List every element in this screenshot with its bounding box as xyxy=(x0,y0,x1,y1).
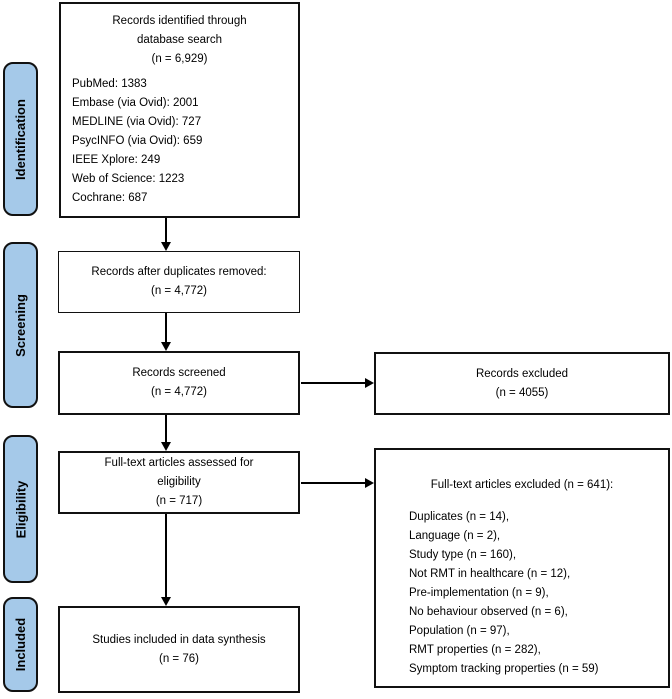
stage-label-included-text: Included xyxy=(13,617,29,672)
box-records-excluded-text: Records excluded (n = 4055) xyxy=(475,367,569,399)
box-duplicates-removed: Records after duplicates removed: (n = 4… xyxy=(58,251,300,313)
box-records-screened-text: Records screened (n = 4,772) xyxy=(132,367,226,398)
box-records-identified: Records identified through database sear… xyxy=(59,2,300,218)
box-fulltext-assessed: Full-text articles assessed for eligibil… xyxy=(58,451,300,514)
arrow-head-down-icon xyxy=(161,597,171,606)
stage-label-identification: Identification xyxy=(3,62,38,216)
arrow-line xyxy=(165,514,167,597)
arrow-head-down-icon xyxy=(161,242,171,251)
box-records-excluded: Records excluded (n = 4055) xyxy=(374,352,670,415)
box-studies-included: Studies included in data synthesis (n = … xyxy=(58,606,300,693)
box-fulltext-assessed-text: Full-text articles assessed for eligibil… xyxy=(104,457,254,507)
stage-label-screening-text: Screening xyxy=(13,293,29,357)
arrow-line xyxy=(165,313,167,342)
box-records-screened: Records screened (n = 4,772) xyxy=(58,351,300,415)
box-studies-included-text: Studies included in data synthesis (n = … xyxy=(92,633,266,665)
arrow-line xyxy=(165,218,167,242)
stage-label-identification-text: Identification xyxy=(13,98,29,180)
box-records-identified-title: Records identified through database sear… xyxy=(112,15,247,65)
arrow-line xyxy=(301,482,365,484)
stage-label-eligibility: Eligibility xyxy=(3,435,38,583)
arrow-head-right-icon xyxy=(365,378,374,388)
arrow-line xyxy=(301,382,365,384)
stage-label-eligibility-text: Eligibility xyxy=(13,480,29,538)
stage-label-included: Included xyxy=(3,597,38,692)
box-duplicates-removed-text: Records after duplicates removed: (n = 4… xyxy=(91,266,267,297)
box-records-identified-sources: PubMed: 1383 Embase (via Ovid): 2001 MED… xyxy=(72,78,203,204)
box-fulltext-excluded-reasons: Duplicates (n = 14), Language (n = 2), S… xyxy=(409,511,599,675)
arrow-line xyxy=(165,415,167,442)
arrow-head-right-icon xyxy=(365,478,374,488)
box-fulltext-excluded: Full-text articles excluded (n = 641): D… xyxy=(374,448,670,688)
stage-label-screening: Screening xyxy=(3,242,38,408)
arrow-head-down-icon xyxy=(161,342,171,351)
arrow-head-down-icon xyxy=(161,442,171,451)
box-fulltext-excluded-title: Full-text articles excluded (n = 641): xyxy=(430,479,614,491)
